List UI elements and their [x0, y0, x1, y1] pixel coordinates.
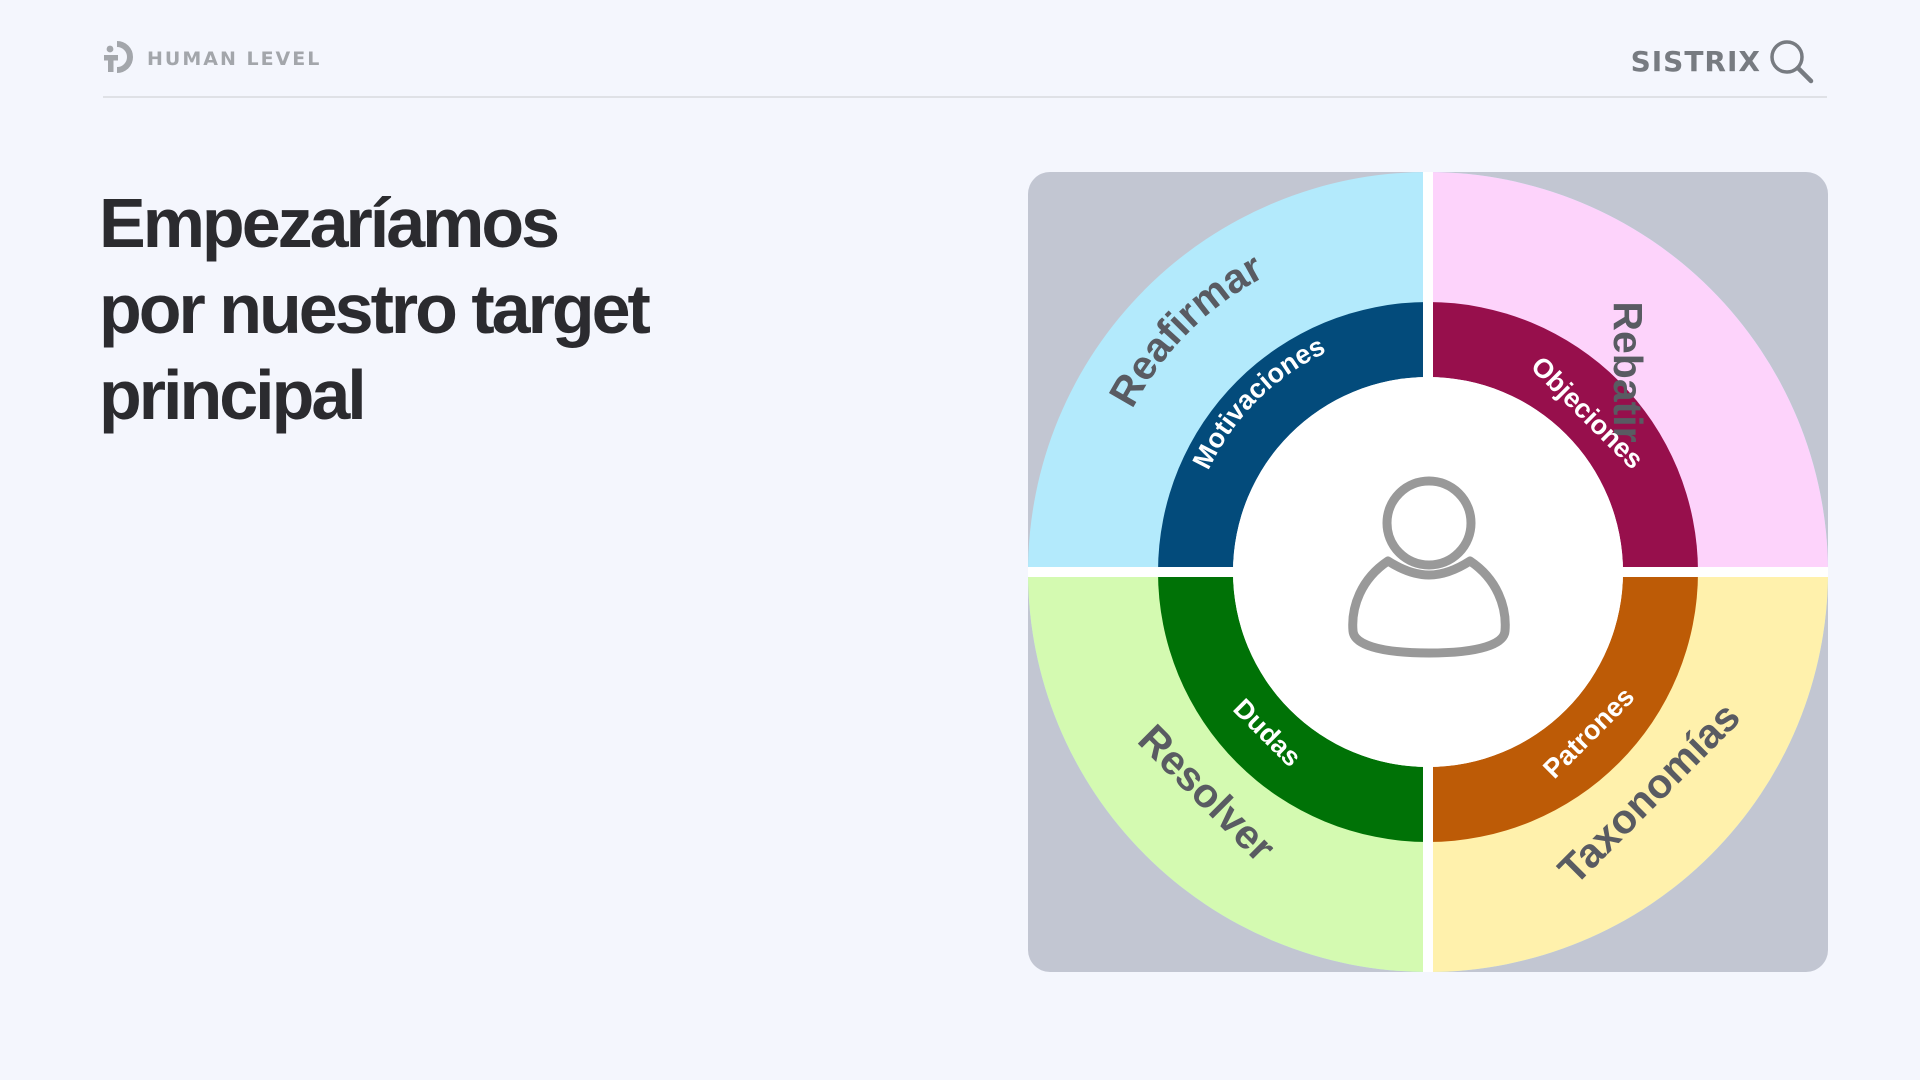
human-level-logo-text: HUMAN LEVEL [147, 47, 322, 70]
label-outer-tr: Rebatir [1605, 301, 1651, 442]
sistrix-logo-text: SISTRIX [1630, 44, 1761, 78]
title-line: Empezaríamos [99, 184, 560, 262]
magnifier-icon [1770, 40, 1814, 84]
user-icon [1348, 476, 1510, 658]
human-level-icon [104, 41, 133, 73]
sistrix-logo[interactable]: SISTRIX [1631, 36, 1817, 86]
target-diagram: Reafirmar Rebatir Taxonomías Resolver Mo… [1028, 172, 1828, 972]
title-line: por nuestro target [99, 270, 651, 348]
header: HUMAN LEVEL SISTRIX [103, 36, 1827, 98]
human-level-logo[interactable]: HUMAN LEVEL [103, 36, 321, 76]
title-line: principal [99, 356, 367, 434]
page-title: Empezaríamos por nuestro target principa… [99, 180, 651, 438]
